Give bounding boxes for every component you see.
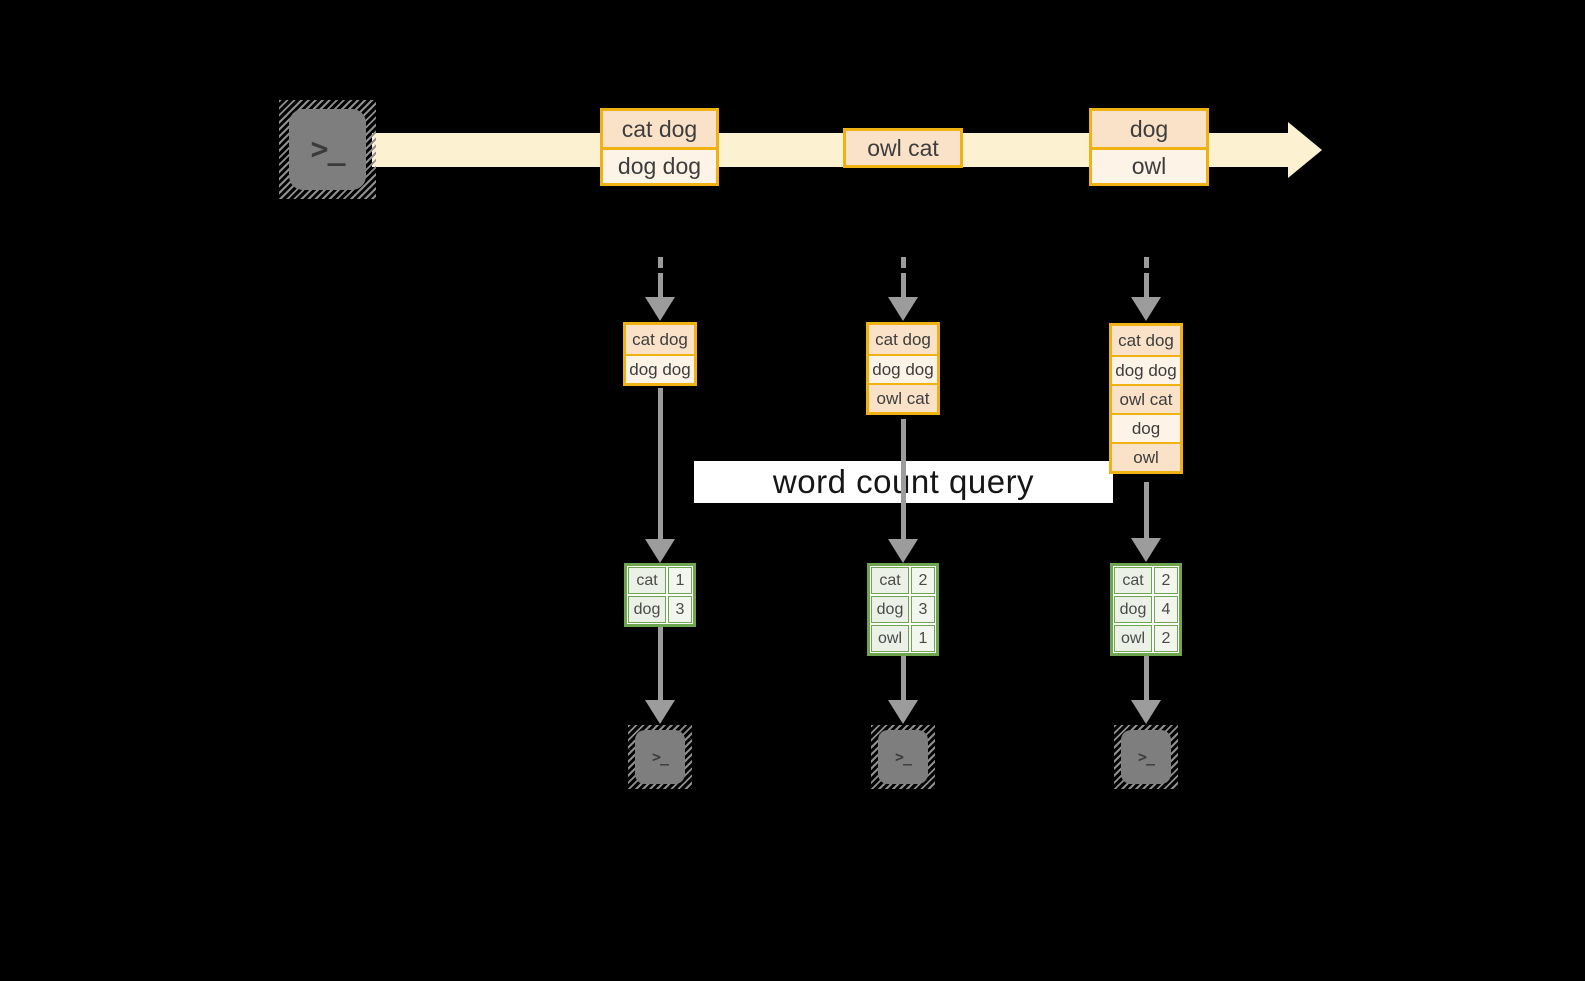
sink-terminal-icon-3: >_: [1114, 725, 1178, 789]
state-item: dog dog: [869, 354, 937, 383]
count-cell: 3: [911, 596, 935, 623]
count-cell: 2: [1154, 567, 1178, 594]
word-cell: cat: [871, 567, 909, 594]
state-item: owl cat: [1112, 384, 1180, 413]
stream-batch-3: dog owl: [1089, 108, 1209, 186]
state-item: cat dog: [626, 325, 694, 354]
arrowhead-down-icon: [1131, 538, 1161, 562]
sink-terminal-icon-1: >_: [628, 725, 692, 789]
state-item: owl: [1112, 442, 1180, 471]
state-item: dog: [1112, 413, 1180, 442]
dashed-arrow-segment: [901, 273, 906, 297]
word-cell: cat: [1114, 567, 1152, 594]
dashed-arrow-segment: [658, 273, 663, 297]
count-cell: 4: [1154, 596, 1178, 623]
state-stack-2: cat dog dog dog owl cat: [866, 322, 940, 415]
arrowhead-down-icon: [888, 297, 918, 321]
state-item: dog dog: [1112, 355, 1180, 384]
arrow-shaft: [658, 388, 663, 539]
arrowhead-down-icon: [1131, 297, 1161, 321]
arrow-shaft: [1144, 482, 1149, 538]
batch-item: dog dog: [603, 147, 716, 183]
terminal-icon: >_: [289, 109, 366, 190]
count-table-2: cat 2 dog 3 owl 1: [867, 563, 939, 656]
word-cell: dog: [1114, 596, 1152, 623]
count-table-1: cat 1 dog 3: [624, 563, 696, 627]
count-cell: 3: [668, 596, 692, 623]
state-stack-1: cat dog dog dog: [623, 322, 697, 386]
state-item: cat dog: [869, 325, 937, 354]
batch-item: dog: [1092, 111, 1206, 147]
stream-arrowhead-icon: [1288, 122, 1322, 178]
word-cell: owl: [871, 625, 909, 652]
terminal-prompt-icon: >_: [310, 132, 345, 167]
word-cell: dog: [871, 596, 909, 623]
terminal-prompt-icon: >_: [651, 748, 669, 766]
arrowhead-down-icon: [888, 700, 918, 724]
dashed-arrow-segment: [1144, 257, 1149, 268]
word-cell: cat: [628, 567, 666, 594]
arrow-shaft: [658, 627, 663, 700]
arrow-shaft: [1144, 656, 1149, 700]
stream-batch-2: owl cat: [843, 128, 963, 168]
terminal-icon: >_: [878, 730, 928, 784]
state-stack-3: cat dog dog dog owl cat dog owl: [1109, 323, 1183, 474]
count-cell: 1: [911, 625, 935, 652]
count-table-3: cat 2 dog 4 owl 2: [1110, 563, 1182, 656]
dashed-arrow-segment: [1144, 273, 1149, 297]
batch-item: owl: [1092, 147, 1206, 183]
batch-item: owl cat: [846, 131, 960, 165]
dashed-arrow-segment: [658, 257, 663, 268]
arrowhead-down-icon: [645, 539, 675, 563]
count-cell: 2: [1154, 625, 1178, 652]
source-terminal-icon: >_: [279, 100, 376, 199]
arrow-shaft: [901, 656, 906, 700]
word-cell: dog: [628, 596, 666, 623]
arrowhead-down-icon: [888, 539, 918, 563]
state-item: owl cat: [869, 383, 937, 412]
state-item: cat dog: [1112, 326, 1180, 355]
arrowhead-down-icon: [1131, 700, 1161, 724]
terminal-icon: >_: [635, 730, 685, 784]
dashed-arrow-segment: [901, 257, 906, 268]
count-cell: 2: [911, 567, 935, 594]
terminal-icon: >_: [1121, 730, 1171, 784]
arrow-shaft: [901, 419, 906, 539]
word-cell: owl: [1114, 625, 1152, 652]
batch-item: cat dog: [603, 111, 716, 147]
arrowhead-down-icon: [645, 700, 675, 724]
terminal-prompt-icon: >_: [1137, 748, 1155, 766]
stream-batch-1: cat dog dog dog: [600, 108, 719, 186]
count-cell: 1: [668, 567, 692, 594]
sink-terminal-icon-2: >_: [871, 725, 935, 789]
terminal-prompt-icon: >_: [894, 748, 912, 766]
arrowhead-down-icon: [645, 297, 675, 321]
state-item: dog dog: [626, 354, 694, 383]
